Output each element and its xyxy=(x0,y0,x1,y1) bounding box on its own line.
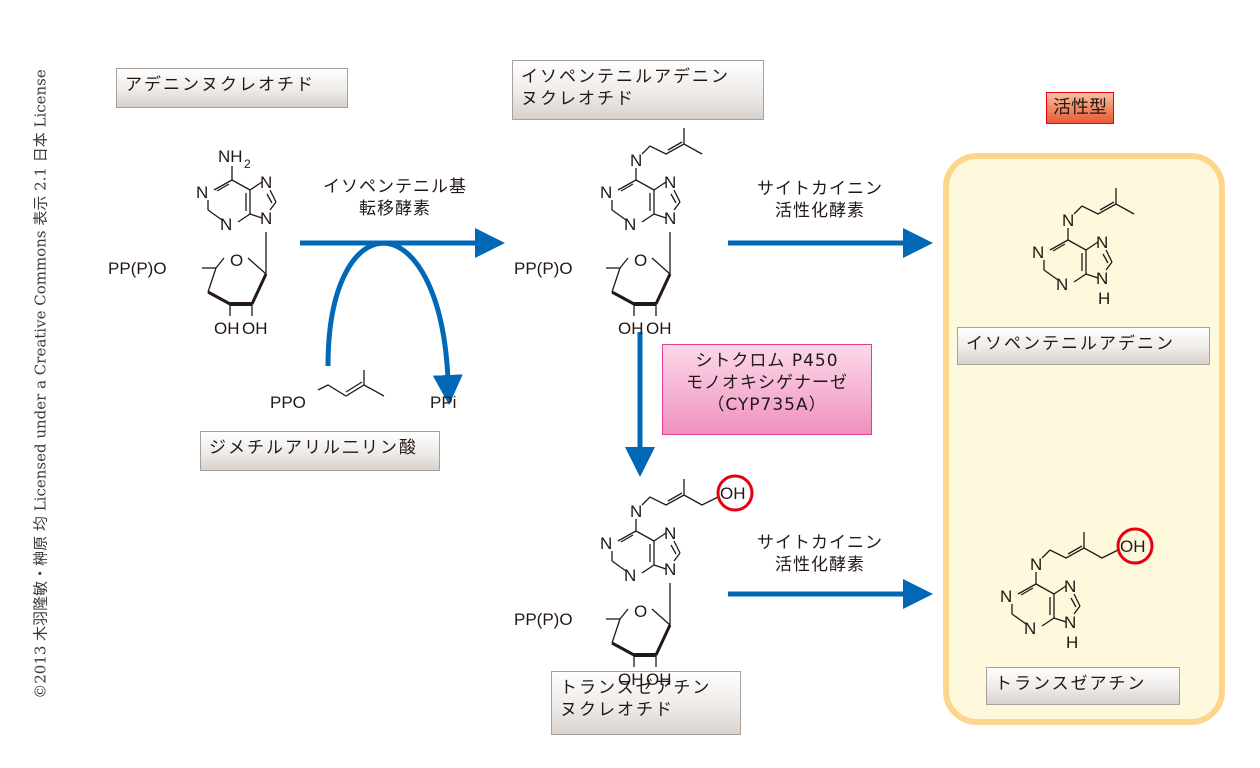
enzyme-log-bottom-line2: 活性化酵素 xyxy=(775,555,865,575)
hydroxyl-2: OH xyxy=(214,319,240,338)
enzyme-log-bottom: サイトカイニン 活性化酵素 xyxy=(730,532,910,576)
enzyme-log-top: サイトカイニン 活性化酵素 xyxy=(730,178,910,222)
atom-nh2: NH xyxy=(218,147,243,166)
ribose-tz-nucleotide: O PP(P)O OH OH xyxy=(514,583,672,689)
molecule-tz-nucleotide: N OH N N N N xyxy=(600,474,754,585)
enzyme-cyp-line2: モノオキシゲナーゼ xyxy=(686,373,848,393)
enzyme-log-top-line1: サイトカイニン xyxy=(757,179,883,199)
zeatin-hydroxyl: OH xyxy=(1120,537,1146,556)
highlight-circle xyxy=(716,474,754,512)
atom-n6: N xyxy=(1030,555,1042,574)
label-trans-zeatin: トランスゼアチン xyxy=(986,667,1180,705)
label-ip-nucleotide-line1: イソペンテニルアデニン xyxy=(521,67,730,87)
atom-h9: H xyxy=(1066,633,1078,652)
atom-n1: N xyxy=(196,183,208,202)
atom-n3: N xyxy=(220,215,232,234)
atom-n7: N xyxy=(664,173,676,192)
atom-n7: N xyxy=(664,524,676,543)
atom-n3: N xyxy=(624,215,636,234)
molecule-ip-nucleotide: N N N N N xyxy=(600,128,703,234)
ribose-adenine-nucleotide: O PP(P)O OH OH xyxy=(108,232,268,338)
atom-n6: N xyxy=(630,151,642,170)
ppi-label: PPi xyxy=(430,393,456,412)
label-ip-nucleotide-line2: ヌクレオチド xyxy=(521,89,635,109)
phosphate-group: PP(P)O xyxy=(514,259,573,278)
label-ip-nucleotide: イソペンテニルアデニン ヌクレオチド xyxy=(512,60,764,120)
atom-n9: N xyxy=(664,560,676,579)
label-tz-nucleotide-line1: トランスゼアチン xyxy=(560,678,712,698)
label-tz-nucleotide: トランスゼアチン ヌクレオチド xyxy=(551,671,741,735)
label-dmapp: ジメチルアリル二リン酸 xyxy=(200,431,440,471)
label-tz-nucleotide-line2: ヌクレオチド xyxy=(560,700,674,720)
enzyme-log-top-line2: 活性化酵素 xyxy=(775,201,865,221)
enzyme-ipt-line2: 転移酵素 xyxy=(359,199,431,219)
enzyme-cyp-line1: シトクロム P450 xyxy=(695,351,839,371)
hydroxyl-3: OH xyxy=(646,670,672,689)
atom-n9: N xyxy=(664,209,676,228)
enzyme-cyp-line3: （CYP735A） xyxy=(707,395,827,415)
enzyme-ipt: イソペンテニル基 転移酵素 xyxy=(300,176,490,220)
atom-n7: N xyxy=(1096,233,1108,252)
atom-ring-o: O xyxy=(634,602,647,621)
hydroxyl-3: OH xyxy=(242,319,268,338)
atom-n1: N xyxy=(600,534,612,553)
phosphate-group: PP(P)O xyxy=(514,610,573,629)
molecule-dmapp: PPO xyxy=(270,370,385,412)
atom-n9: N xyxy=(1096,269,1108,288)
zeatin-hydroxyl: OH xyxy=(720,484,746,503)
atom-nh2-sub: 2 xyxy=(244,157,251,171)
dmapp-formula: PPO xyxy=(270,393,306,412)
atom-ring-o: O xyxy=(634,251,647,270)
atom-n7: N xyxy=(260,173,272,192)
enzyme-ipt-line1: イソペンテニル基 xyxy=(323,177,467,197)
atom-n3: N xyxy=(624,566,636,585)
active-form-badge: 活性型 xyxy=(1046,92,1114,124)
atom-n9: N xyxy=(260,209,272,228)
atom-n6: N xyxy=(630,502,642,521)
ribose-ip-nucleotide: O PP(P)O OH OH xyxy=(514,232,672,338)
molecule-isopentenyladenine: N N N N N H xyxy=(1032,188,1135,308)
phosphate-group: PP(P)O xyxy=(108,259,167,278)
enzyme-cyp735a: シトクロム P450 モノオキシゲナーゼ （CYP735A） xyxy=(662,344,872,435)
label-adenine-nucleotide: アデニンヌクレオチド xyxy=(116,68,348,108)
atom-n9: N xyxy=(1064,613,1076,632)
atom-n1: N xyxy=(1032,243,1044,262)
enzyme-log-bottom-line1: サイトカイニン xyxy=(757,533,883,553)
atom-n6: N xyxy=(1062,211,1074,230)
atom-n1: N xyxy=(600,183,612,202)
atom-n7: N xyxy=(1064,577,1076,596)
hydroxyl-3: OH xyxy=(646,319,672,338)
molecule-adenine-nucleotide: NH 2 N N N N xyxy=(196,147,277,234)
arrow-curved-dmapp-to-ppi xyxy=(325,240,463,405)
hydroxyl-2: OH xyxy=(618,319,644,338)
hydroxyl-2: OH xyxy=(618,670,644,689)
atom-n3: N xyxy=(1024,619,1036,638)
atom-n3: N xyxy=(1056,275,1068,294)
atom-n1: N xyxy=(1000,587,1012,606)
atom-ring-o: O xyxy=(230,251,243,270)
label-isopentenyladenine: イソペンテニルアデニン xyxy=(957,327,1210,365)
molecule-trans-zeatin: N OH N N N N H xyxy=(1000,527,1154,652)
atom-h9: H xyxy=(1098,289,1110,308)
highlight-circle xyxy=(1116,527,1154,565)
